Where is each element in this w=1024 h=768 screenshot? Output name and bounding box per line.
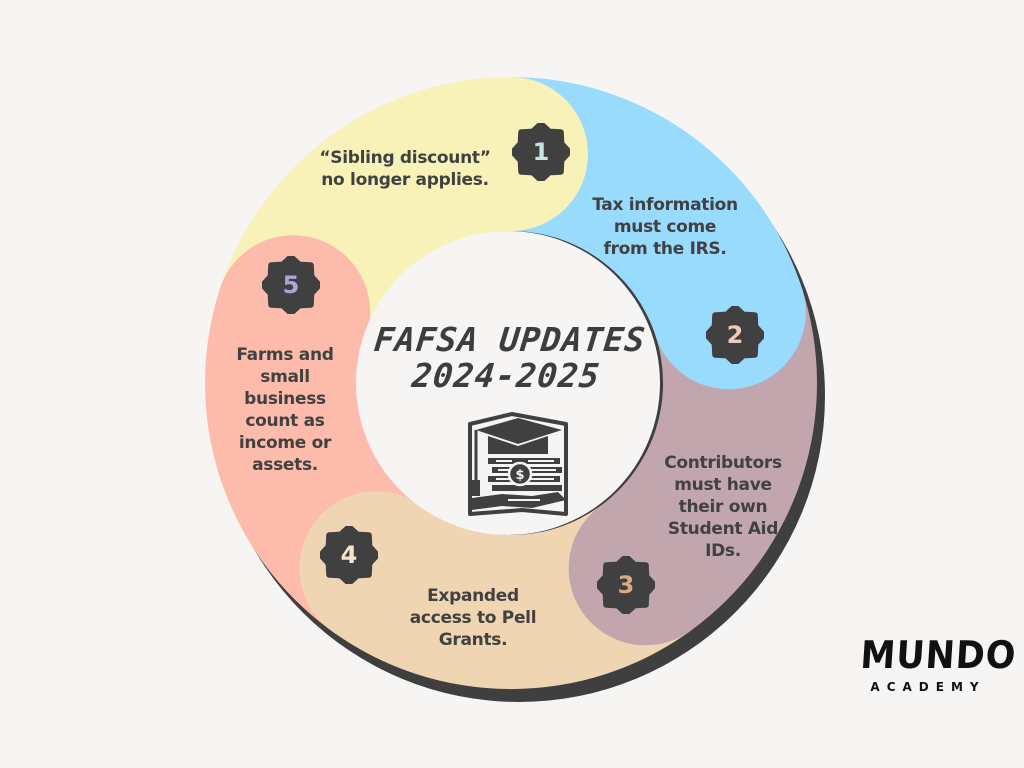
segment-5-text: Farms and small business count as income… [225,344,345,476]
scalloped-badge-icon [262,256,320,314]
segment-1-line: “Sibling discount” [319,148,491,168]
graduation-cap-money-hand-icon: $ [468,412,568,516]
segment-5-line: small [260,367,310,387]
badge-3: 3 [597,556,655,614]
segment-4-text: Expanded access to Pell Grants. [400,585,546,651]
segment-1-text: “Sibling discount” no longer applies. [305,147,505,191]
segment-3-text: Contributors must have their own Student… [653,452,793,562]
badge-4: 4 [320,526,378,584]
scalloped-badge-icon [320,526,378,584]
mundo-academy-logo: MUNDO ACADEMY [855,633,1018,694]
badge-5: 5 [262,256,320,314]
badge-number: 4 [340,541,358,569]
center-disc [356,231,660,535]
title-line-1: FAFSA UPDATES [372,320,648,359]
segment-1-line: no longer applies. [321,170,489,190]
scalloped-badge-icon [597,556,655,614]
segment-4-line: access to Pell [409,608,537,628]
segment-5-line: Farms and [236,345,334,365]
segment-2-text: Tax information must come from the IRS. [585,194,745,260]
segment-1-head [434,77,588,231]
segment-3-line: their own [678,497,768,517]
badge-number: 2 [726,321,744,349]
segment-2-line: must come [613,217,717,237]
title-line-2: 2024-2025 [410,356,603,395]
badge-number: 5 [282,271,300,299]
segment-3-line: IDs. [705,541,741,561]
segment-5-line: income or [238,433,332,453]
logo-subtitle: ACADEMY [870,680,986,694]
segment-5-line: assets. [252,455,318,475]
segment-4-line: Expanded [427,586,519,606]
scalloped-badge-icon [706,306,764,364]
badge-number: 1 [532,138,550,166]
logo-brand: MUNDO [859,633,1018,677]
badge-number: 3 [617,571,635,599]
segment-3-line: Student Aid [667,519,779,539]
badge-1: 1 [512,123,570,181]
segment-2-line: from the IRS. [603,239,727,259]
diagram-title: FAFSA UPDATES 2024-2025 [354,320,662,395]
svg-text:$: $ [515,468,524,483]
segment-5-line: business [244,389,326,409]
segment-3-line: Contributors [664,453,782,473]
segment-4-head [299,491,454,646]
segment-3-line: must have [674,475,772,495]
segment-2-line: Tax information [592,195,738,215]
segment-4-line: Grants. [438,630,508,650]
scalloped-badge-icon [512,123,570,181]
segment-5-line: count as [245,411,325,431]
badge-2: 2 [706,306,764,364]
